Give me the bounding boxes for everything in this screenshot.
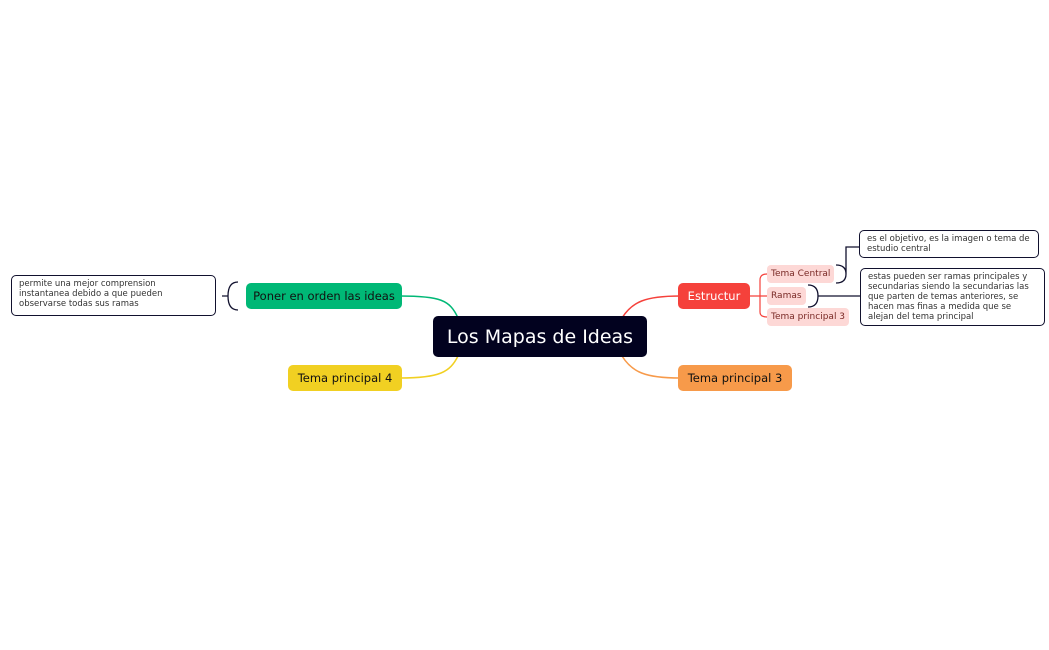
topic-tema-principal-3[interactable]: Tema principal 3 (678, 365, 792, 391)
subtopic-tema-principal-3[interactable]: Tema principal 3 (767, 308, 850, 326)
note-orden[interactable]: permite una mejor comprension instantane… (11, 275, 216, 316)
topic-poner-en-orden[interactable]: Poner en orden las ideas (246, 283, 402, 309)
topic-estructur[interactable]: Estructur (678, 283, 750, 309)
topic-tema-principal-4[interactable]: Tema principal 4 (288, 365, 402, 391)
subtopic-tema-central[interactable]: Tema Central (767, 265, 835, 283)
note-tema-central[interactable]: es el objetivo, es la imagen o tema de e… (859, 230, 1039, 258)
note-ramas[interactable]: estas pueden ser ramas principales y sec… (860, 268, 1045, 326)
subtopic-ramas[interactable]: Ramas (767, 287, 806, 305)
central-topic[interactable]: Los Mapas de Ideas (433, 316, 647, 357)
